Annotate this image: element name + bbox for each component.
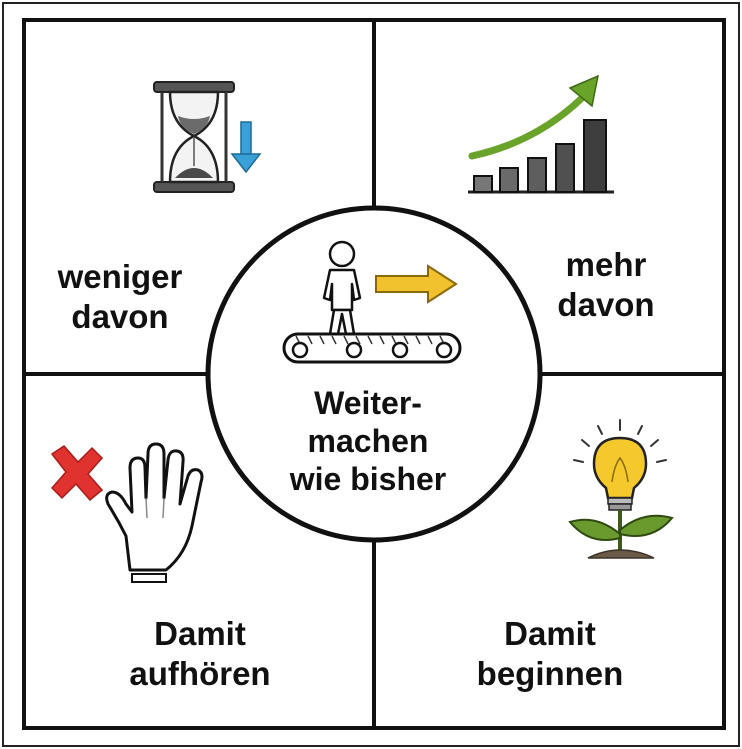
label-line: mehr: [565, 246, 647, 283]
stop-hand-icon: [50, 442, 204, 583]
label-line: davon: [557, 286, 655, 323]
label-line: beginnen: [476, 655, 624, 692]
hourglass-down-icon: [153, 81, 262, 193]
quadrant-label-damit-beginnen: Damit beginnen: [450, 614, 650, 694]
center-circle: [205, 205, 543, 543]
lightbulb-plant-icon: [568, 419, 674, 559]
label-line: weniger: [57, 258, 183, 295]
label-line: machen: [307, 423, 429, 459]
label-line: Damit: [154, 615, 246, 652]
conveyor-walker-icon: [282, 240, 462, 364]
quadrant-label-damit-aufhoeren: Damit aufhören: [110, 614, 290, 694]
cross-icon: [50, 445, 104, 502]
label-line: Damit: [504, 615, 596, 652]
growth-chart-icon: [468, 74, 614, 194]
label-line: davon: [71, 298, 169, 335]
label-line: aufhören: [129, 655, 271, 692]
center-label-weitermachen: Weiter- machen wie bisher: [268, 384, 468, 498]
label-line: Weiter-: [314, 385, 422, 421]
quadrant-label-weniger-davon: weniger davon: [40, 257, 200, 337]
label-line: wie bisher: [289, 461, 447, 497]
quadrant-label-mehr-davon: mehr davon: [536, 245, 676, 325]
